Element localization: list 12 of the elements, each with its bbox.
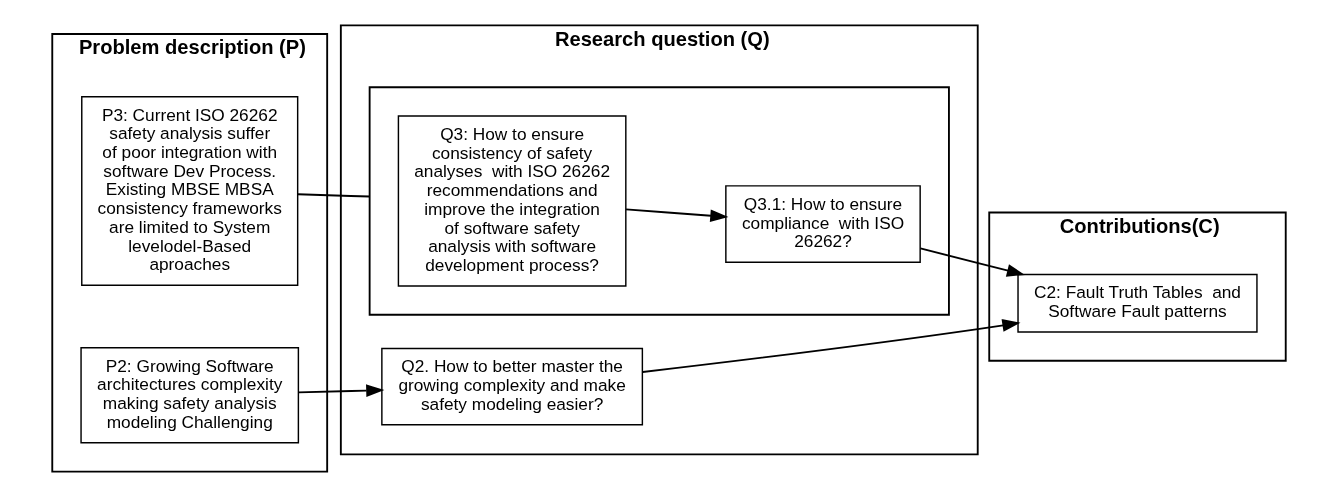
arrow — [919, 247, 1025, 277]
arrow — [625, 208, 729, 223]
arrow — [297, 384, 385, 397]
arrow — [641, 319, 1021, 373]
connector — [297, 193, 371, 198]
cluster — [368, 86, 950, 316]
node-box: C2: Fault Truth Tables and Software Fault patterns — [1017, 273, 1258, 333]
node-box: Q3: How to ensure consistency of safety analyses with ISO 26262 recommendations and improve the integration of software safety analysis with software development process? — [397, 115, 627, 287]
node-box: Q2. How to better master the growing complexity and make safety modeling easier? — [381, 347, 644, 426]
node-box: P2: Growing Software architectures complexity making safety analysis modeling Challenging — [80, 347, 300, 444]
node-box: Q3.1: How to ensure compliance with ISO 26262? — [725, 185, 921, 263]
node-box: P3: Current ISO 26262 safety analysis suffer of poor integration with software Dev Process. Existing MBSE MBSA consistency frameworks are limited to System levelodel-Based aproaches — [81, 95, 299, 286]
